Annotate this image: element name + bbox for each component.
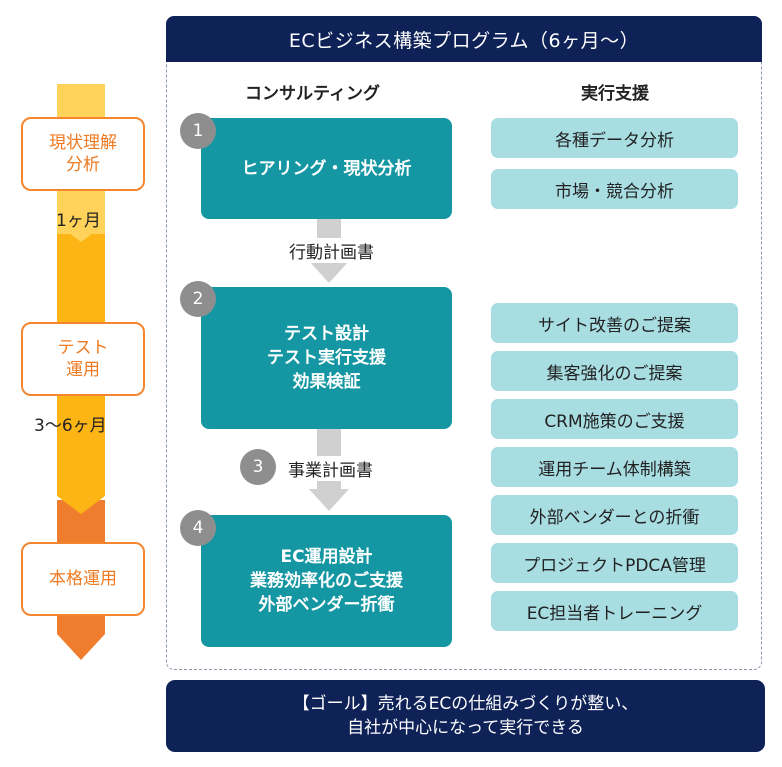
goal-line2: 自社が中心になって実行できる bbox=[347, 718, 584, 738]
step-number-badge-1: 1 bbox=[180, 113, 216, 149]
goal-banner: 【ゴール】売れるECの仕組みづくりが整い、 自社が中心になって実行できる bbox=[166, 680, 765, 752]
phase-test-line2: 運用 bbox=[66, 360, 100, 380]
support-item-data-analysis: 各種データ分析 bbox=[491, 118, 738, 158]
phase-full-operation-label: 本格運用 bbox=[49, 569, 117, 589]
flow-arrow-2-head bbox=[309, 489, 349, 511]
step-ec-operation-line2: 業務効率化のご支援 bbox=[250, 571, 403, 591]
step-hearing-line1: ヒアリング・現状分析 bbox=[241, 158, 412, 179]
support-item-pdca: プロジェクトPDCA管理 bbox=[491, 543, 738, 583]
phase-analysis-line1: 現状理解 bbox=[49, 133, 117, 153]
step-ec-operation-line1: EC運用設計 bbox=[280, 547, 373, 567]
step-test-line1: テスト設計 bbox=[284, 324, 369, 344]
duration-test: 3〜6ヶ月 bbox=[34, 416, 107, 436]
timeline-chevron-2 bbox=[57, 496, 105, 514]
goal-line1: 【ゴール】売れるECの仕組みづくりが整い、 bbox=[292, 694, 639, 714]
timeline-chevron-1 bbox=[57, 224, 105, 242]
support-item-team-building: 運用チーム体制構築 bbox=[491, 447, 738, 487]
step-test: テスト設計 テスト実行支援 効果検証 bbox=[201, 287, 452, 429]
support-item-site-improvement: サイト改善のご提案 bbox=[491, 303, 738, 343]
duration-analysis: 1ヶ月 bbox=[56, 211, 101, 231]
step-test-line3: 効果検証 bbox=[292, 372, 361, 392]
step-hearing: ヒアリング・現状分析 bbox=[201, 118, 452, 219]
program-title: ECビジネス構築プログラム（6ヶ月〜） bbox=[166, 16, 762, 62]
support-item-crm: CRM施策のご支援 bbox=[491, 399, 738, 439]
phase-full-operation: 本格運用 bbox=[21, 542, 145, 616]
step-test-line2: テスト実行支援 bbox=[267, 348, 386, 368]
step-ec-operation: EC運用設計 業務効率化のご支援 外部ベンダー折衝 bbox=[201, 515, 452, 647]
consulting-header: コンサルティング bbox=[245, 84, 380, 104]
support-item-training: EC担当者トレーニング bbox=[491, 591, 738, 631]
support-item-customer-acquisition: 集客強化のご提案 bbox=[491, 351, 738, 391]
step-ec-operation-line3: 外部ベンダー折衝 bbox=[258, 595, 395, 615]
flow-arrow-1-head bbox=[309, 261, 349, 283]
deliverable-business-plan: 事業計画書 bbox=[286, 456, 375, 481]
support-item-market-analysis: 市場・競合分析 bbox=[491, 169, 738, 209]
deliverable-number-badge-3: 3 bbox=[240, 449, 276, 485]
support-header: 実行支援 bbox=[581, 84, 649, 104]
phase-analysis: 現状理解 分析 bbox=[21, 117, 145, 191]
phase-test: テスト 運用 bbox=[21, 322, 145, 396]
phase-analysis-line2: 分析 bbox=[66, 155, 100, 175]
step-number-badge-2: 2 bbox=[180, 281, 216, 317]
step-number-badge-4: 4 bbox=[180, 510, 216, 546]
support-item-vendor-negotiation: 外部ベンダーとの折衝 bbox=[491, 495, 738, 535]
phase-test-line1: テスト bbox=[57, 338, 109, 358]
timeline-arrowhead bbox=[57, 630, 105, 660]
deliverable-action-plan: 行動計画書 bbox=[287, 238, 376, 263]
